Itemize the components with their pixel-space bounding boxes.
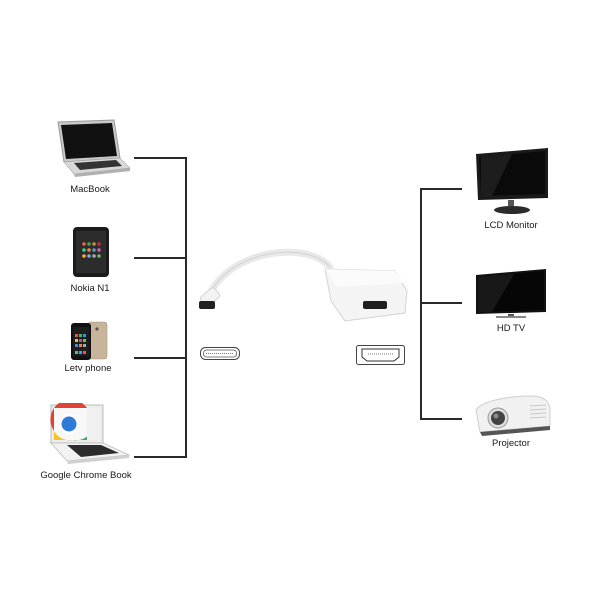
projector-device (472, 392, 552, 438)
projector-branch-line (420, 418, 462, 420)
adapter-icon (199, 248, 408, 322)
macbook-device (50, 118, 132, 180)
source-label-chromebook: Google Chrome Book (40, 470, 132, 481)
tablet-icon (73, 227, 109, 277)
monitor-branch-line (420, 188, 462, 190)
chromebook-branch-line (134, 456, 187, 458)
letv-phone-device (70, 321, 108, 361)
tv-icon (476, 269, 546, 318)
hdmi-port-icon (356, 345, 405, 365)
right-trunk-line (420, 188, 422, 420)
output-label-lcd-monitor: LCD Monitor (484, 220, 538, 231)
macbook-branch-line (134, 157, 187, 159)
chromebook-device (47, 403, 131, 465)
laptop-icon (57, 119, 131, 177)
monitor-icon (476, 148, 548, 214)
nokia-n1-device (72, 226, 110, 278)
tv-branch-line (420, 302, 462, 304)
smartphone-icon (71, 321, 108, 360)
letv-branch-line (134, 357, 187, 359)
projector-icon (475, 395, 551, 436)
nokia-branch-line (134, 257, 187, 259)
hd-tv-device (474, 268, 548, 320)
left-trunk-line (185, 157, 187, 458)
source-label-nokia-n1: Nokia N1 (70, 283, 110, 294)
usb-c-to-hdmi-adapter (195, 243, 415, 323)
lcd-monitor-device (472, 148, 552, 218)
source-label-macbook: MacBook (70, 184, 110, 195)
output-label-projector: Projector (491, 438, 531, 449)
output-label-hd-tv: HD TV (496, 323, 526, 334)
chromebook-icon (50, 403, 131, 464)
source-label-letv-phone: Letv phone (64, 363, 112, 374)
usb-c-port-icon (200, 347, 240, 360)
